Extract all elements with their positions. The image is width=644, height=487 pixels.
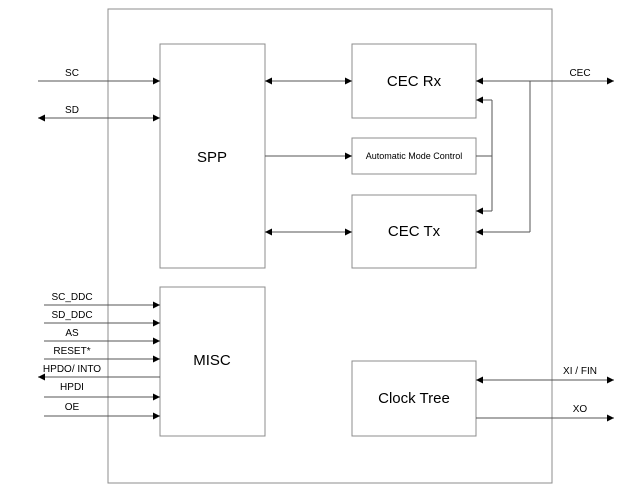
as-signal-label: AS (65, 328, 79, 339)
xo-signal-label: XO (573, 404, 588, 415)
hpdi-signal-label: HPDI (60, 382, 84, 393)
cec-tx-block (351, 194, 477, 269)
misc-label: MISC (193, 352, 231, 369)
xi-fin-signal-label: XI / FIN (563, 366, 597, 377)
sc-signal-label: SC (65, 68, 79, 79)
spp-block (159, 43, 266, 269)
sd-ddc-signal-label: SD_DDC (51, 310, 92, 321)
reset-signal-label: RESET* (53, 346, 90, 357)
clock-tree-label: Clock Tree (378, 390, 450, 407)
sc-ddc-signal-label: SC_DDC (51, 292, 92, 303)
oe-signal-label: OE (65, 402, 80, 413)
misc-block (159, 286, 266, 437)
cec-rx-label: CEC Rx (387, 73, 442, 90)
clock-tree-block (351, 360, 477, 437)
hpdo-into-signal-label: HPDO/ INTO (43, 364, 101, 375)
sd-signal-label: SD (65, 105, 79, 116)
spp-label: SPP (197, 149, 227, 166)
cec-signal-label: CEC (569, 68, 590, 79)
cec-tx-label: CEC Tx (388, 223, 441, 240)
amc-label: Automatic Mode Control (366, 151, 463, 161)
cec-rx-block (351, 43, 477, 119)
